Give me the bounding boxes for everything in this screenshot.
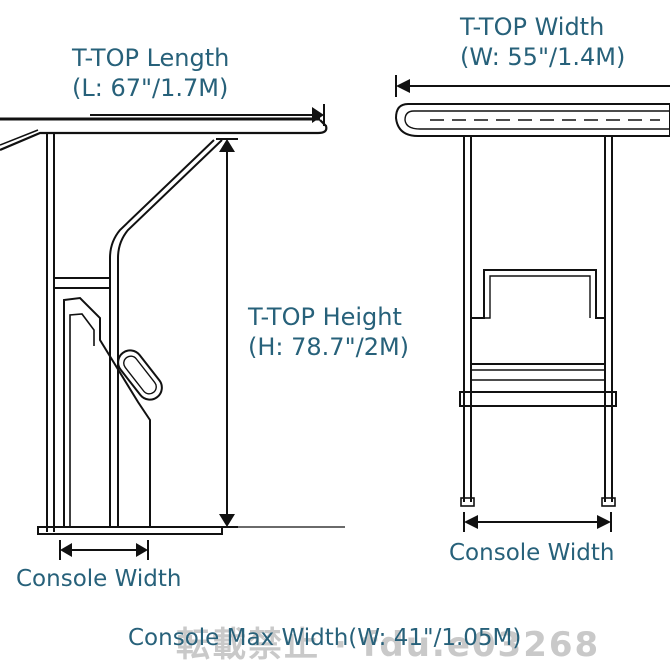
steering-wheel-icon [117, 349, 163, 401]
front-crossbar [459, 391, 617, 407]
side-console [63, 296, 151, 527]
width-dimension-arrow [395, 75, 670, 97]
front-right-post [604, 136, 613, 502]
side-console-width-label: Console Width [16, 566, 181, 592]
front-console [471, 269, 605, 381]
front-console-width-arrow [463, 512, 612, 532]
length-dimension-arrow [90, 104, 325, 126]
front-console-width-label: Console Width [449, 540, 614, 566]
side-front-post [46, 133, 55, 532]
watermark: 転載禁止 · fdu.e03268 [176, 625, 600, 665]
side-base-plate [37, 526, 345, 535]
height-value: (H: 78.7"/2M) [248, 333, 409, 361]
console-max-width-label: Console Max Width(W: 41"/1.05M) [128, 625, 521, 651]
length-title: T-TOP Length [71, 44, 229, 72]
side-rear-post [109, 139, 223, 527]
side-console-width-arrow [59, 540, 149, 560]
front-left-post [463, 136, 472, 502]
front-feet [460, 497, 616, 507]
height-dimension-arrow [216, 138, 238, 528]
height-title: T-TOP Height [247, 303, 402, 331]
front-view [394, 75, 670, 532]
front-canopy [394, 103, 670, 137]
width-value: (W: 55"/1.4M) [460, 43, 625, 71]
length-value: (L: 67"/1.7M) [72, 74, 228, 102]
side-view [0, 104, 345, 560]
side-canopy [0, 117, 328, 152]
width-title: T-TOP Width [459, 13, 604, 41]
side-crossbar [53, 277, 111, 289]
